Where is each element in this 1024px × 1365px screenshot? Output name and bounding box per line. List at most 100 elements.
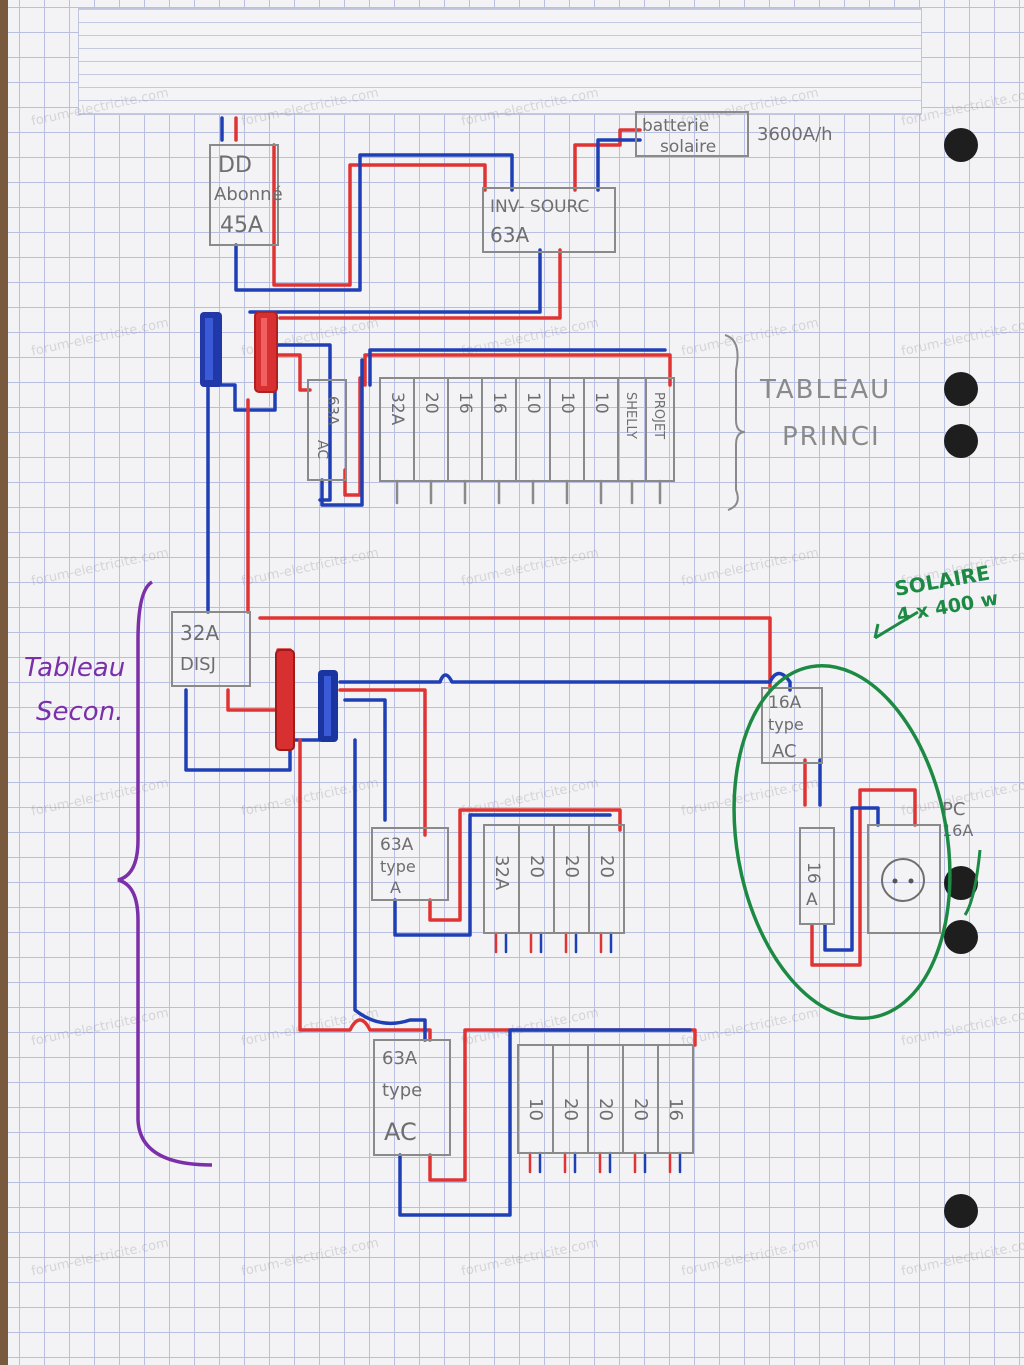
solar-16a-ac-box [761,687,823,764]
disj-32a-box [171,611,251,687]
binder-hole [944,372,978,406]
phase-bus-bar-secondary [275,649,295,751]
main-breaker [645,377,675,482]
wire-phase [298,738,432,1042]
solar-16a-ac-text: AC [772,741,797,762]
solar-16a-ac-text: 16A [768,693,802,713]
binder-hole [944,424,978,458]
wire-phase [338,688,427,837]
sec-63a-ac-text: type [382,1080,422,1101]
wire-neutral [220,116,514,292]
pc-label: 16A [942,821,973,840]
wire-neutral [596,138,642,192]
solar-circle [732,664,952,1020]
batterie-text: batterie [642,116,709,136]
solar-16a-ac-text: type [768,715,804,734]
solar-16a-text: 16 [803,862,823,884]
main-breaker-label: 16 [489,392,509,414]
solar-arrow [873,610,919,640]
sec-63a-ac-text: 63A [382,1048,418,1069]
wire-phase [810,788,917,967]
batterie-box [635,111,749,157]
wire-phase [343,376,362,497]
dd-abonne-text: DD [218,153,252,178]
wire-neutral [320,358,364,507]
phase-comb [363,353,672,387]
wire-neutral [338,671,792,692]
neutral-bus-bar [200,312,222,387]
wire-neutral [398,1028,692,1217]
wire-neutral [248,248,542,314]
tableau-secon-label: Tableau [24,653,125,683]
batterie-text: solaire [660,137,716,157]
binder-hole [944,128,978,162]
disj-32a-text: 32A [180,621,219,645]
main-tableau-brace [724,334,746,511]
tableau-secon-label: Secon. [36,697,123,727]
wire-phase [428,808,622,922]
sec-63a-a-text: type [380,857,416,876]
wire-phase [428,1028,697,1182]
sec-breaker-a [588,824,625,934]
main-breaker-label: 10 [591,392,611,414]
wire-phase [573,128,642,192]
tableau-princi-label: TABLEAU [759,375,891,405]
wire-neutral [184,688,332,772]
main-63a-text: AC [314,440,330,459]
sec-breaker-ac-label: 10 [525,1098,546,1121]
wire-phase [258,616,772,692]
solar-16a-text: A [806,890,818,910]
sec-63a-a-text: 63A [380,835,414,855]
neutral-bus-bar-secondary [318,670,338,742]
sec-63a-a-box [371,827,449,901]
dd-abonne-text: 45A [220,213,263,238]
wire-neutral [343,698,387,822]
tableau-princi-label: PRINCI [782,422,881,452]
sec-breaker-a-label: 20 [561,855,582,878]
sec-breaker-ac-label: 20 [630,1098,651,1121]
phase-bus-bar [254,311,278,393]
wire-neutral [353,738,427,1042]
wire-neutral [823,806,880,952]
sec-breaker-a-label: 20 [596,855,617,878]
sec-63a-ac-box [373,1039,451,1156]
main-breaker-label: 32A [387,392,407,426]
dd-abonne-text: Abonné [214,184,283,205]
pc-label: PC [942,799,965,820]
main-breaker-label: 10 [523,392,543,414]
sec-breaker-a-label: 32A [491,855,512,891]
main-breaker-label: PROJET [651,392,666,439]
main-63a-box [307,379,347,481]
sec-breaker-a [518,824,555,934]
binder-hole [944,920,978,954]
wire-phase [234,116,487,287]
main-breaker-label: SHELLY [623,392,638,439]
sec-breaker-ac-label: 20 [560,1098,581,1121]
main-breaker-label: 20 [421,392,441,414]
sec-breaker-a [553,824,590,934]
header-band [78,8,922,115]
disj-32a-text: DISJ [180,654,216,675]
sec-63a-ac-text: AC [384,1118,417,1146]
solar-wire [963,849,982,916]
wire-neutral [393,813,612,937]
neutral-comb [368,348,667,387]
inverseur-box [482,187,616,253]
wire-phase [278,248,562,320]
inverseur-text: INV- SOURC [490,197,589,217]
sec-breaker-ac [657,1044,694,1154]
secondary-tableau-brace [117,580,213,1167]
main-breaker-label: 16 [455,392,475,414]
sec-breaker-a-label: 20 [526,855,547,878]
socket-outlet [867,824,941,934]
sec-breaker-ac-label: 16 [665,1098,686,1121]
main-breaker-label: 10 [557,392,577,414]
solar-16a-box [799,827,835,925]
dd-abonne-box [209,144,279,246]
sec-breaker-ac-label: 20 [595,1098,616,1121]
sec-63a-a-text: A [390,878,401,897]
binder-hole [944,1194,978,1228]
main-63a-text: 63A [324,396,342,426]
battery-capacity: 3600A/h [757,124,833,145]
